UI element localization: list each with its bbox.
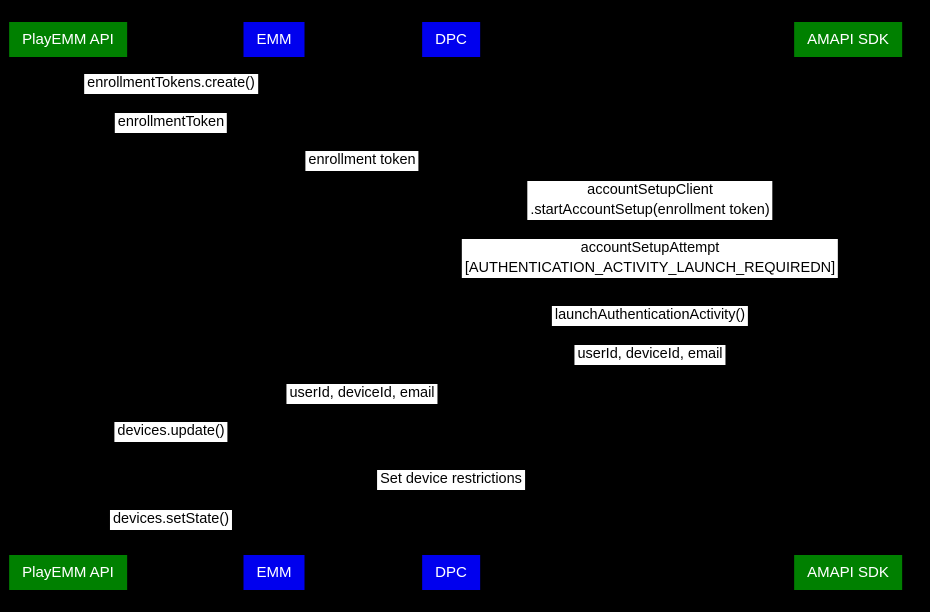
participant-top-playemm-api: PlayEMM API	[9, 22, 127, 57]
lifeline-amapi-sdk	[847, 57, 849, 555]
participant-bottom-emm: EMM	[243, 555, 305, 590]
message-label: devices.setState()	[109, 510, 233, 530]
participant-bottom-amapi-sdk: AMAPI SDK	[794, 555, 902, 590]
message-label: launchAuthenticationActivity()	[551, 306, 749, 326]
message-label: accountSetupClient .startAccountSetup(en…	[527, 181, 773, 220]
participant-top-dpc: DPC	[422, 22, 480, 57]
participant-top-amapi-sdk: AMAPI SDK	[794, 22, 902, 57]
participant-top-emm: EMM	[243, 22, 305, 57]
message-label: enrollmentTokens.create()	[84, 74, 258, 94]
lifeline-dpc	[450, 57, 452, 555]
lifeline-playemm-api	[67, 57, 69, 555]
participant-bottom-playemm-api: PlayEMM API	[9, 555, 127, 590]
message-label: Set device restrictions	[377, 470, 525, 490]
message-label: userId, deviceId, email	[574, 345, 726, 365]
message-label: enrollment token	[305, 151, 419, 171]
message-label: enrollmentToken	[114, 113, 228, 133]
message-label: userId, deviceId, email	[286, 384, 438, 404]
lifeline-emm	[273, 57, 275, 555]
message-label: accountSetupAttempt [AUTHENTICATION_ACTI…	[461, 239, 839, 278]
message-label: devices.update()	[114, 422, 228, 442]
participant-bottom-dpc: DPC	[422, 555, 480, 590]
